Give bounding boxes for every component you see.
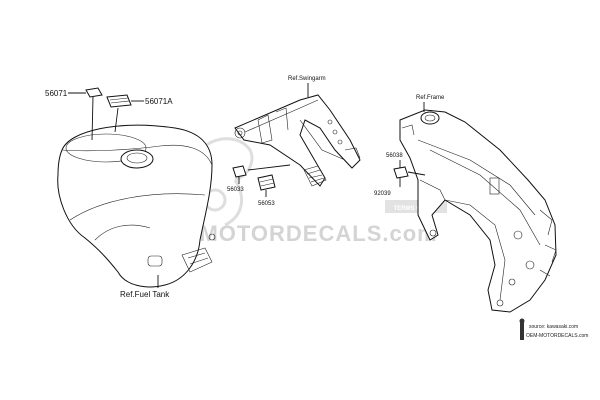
source-logo-icon xyxy=(520,322,524,340)
label-ref-fuel-tank: Ref.Fuel Tank xyxy=(120,290,170,299)
label-ref-swingarm: Ref.Swingarm xyxy=(288,76,326,82)
source-credit: source: kawasaki.com OEM-MOTORDECALS.com xyxy=(519,318,588,340)
decal-56053 xyxy=(257,174,276,191)
source-line-1: source: kawasaki.com xyxy=(529,324,578,330)
label-56071: 56071 xyxy=(45,89,68,98)
leader-56071-tank xyxy=(91,96,94,141)
decal-56071 xyxy=(85,87,103,98)
label-56038: 56038 xyxy=(386,153,403,159)
watermark-banner-text: TERMS OF USE xyxy=(393,206,438,212)
label-56053: 56053 xyxy=(258,201,275,207)
leader-56038-frame xyxy=(407,171,426,176)
fuel-tank-part xyxy=(57,124,216,288)
label-56033: 56033 xyxy=(227,187,244,193)
label-92039: 92039 xyxy=(374,191,391,197)
decal-56071a xyxy=(106,94,132,108)
label-56071a: 56071A xyxy=(145,97,173,106)
leader-56071a-tank xyxy=(114,107,119,133)
decal-56033 xyxy=(232,165,247,178)
swingarm-part xyxy=(234,94,361,187)
decal-56038 xyxy=(393,166,409,179)
source-line-2: OEM-MOTORDECALS.com xyxy=(526,333,588,339)
source-logo-dot-icon xyxy=(519,318,525,324)
watermark-logo-icon xyxy=(198,137,254,227)
leader-56033-arm xyxy=(247,164,291,171)
label-ref-frame: Ref.Frame xyxy=(416,95,445,101)
frame-part xyxy=(399,109,557,313)
